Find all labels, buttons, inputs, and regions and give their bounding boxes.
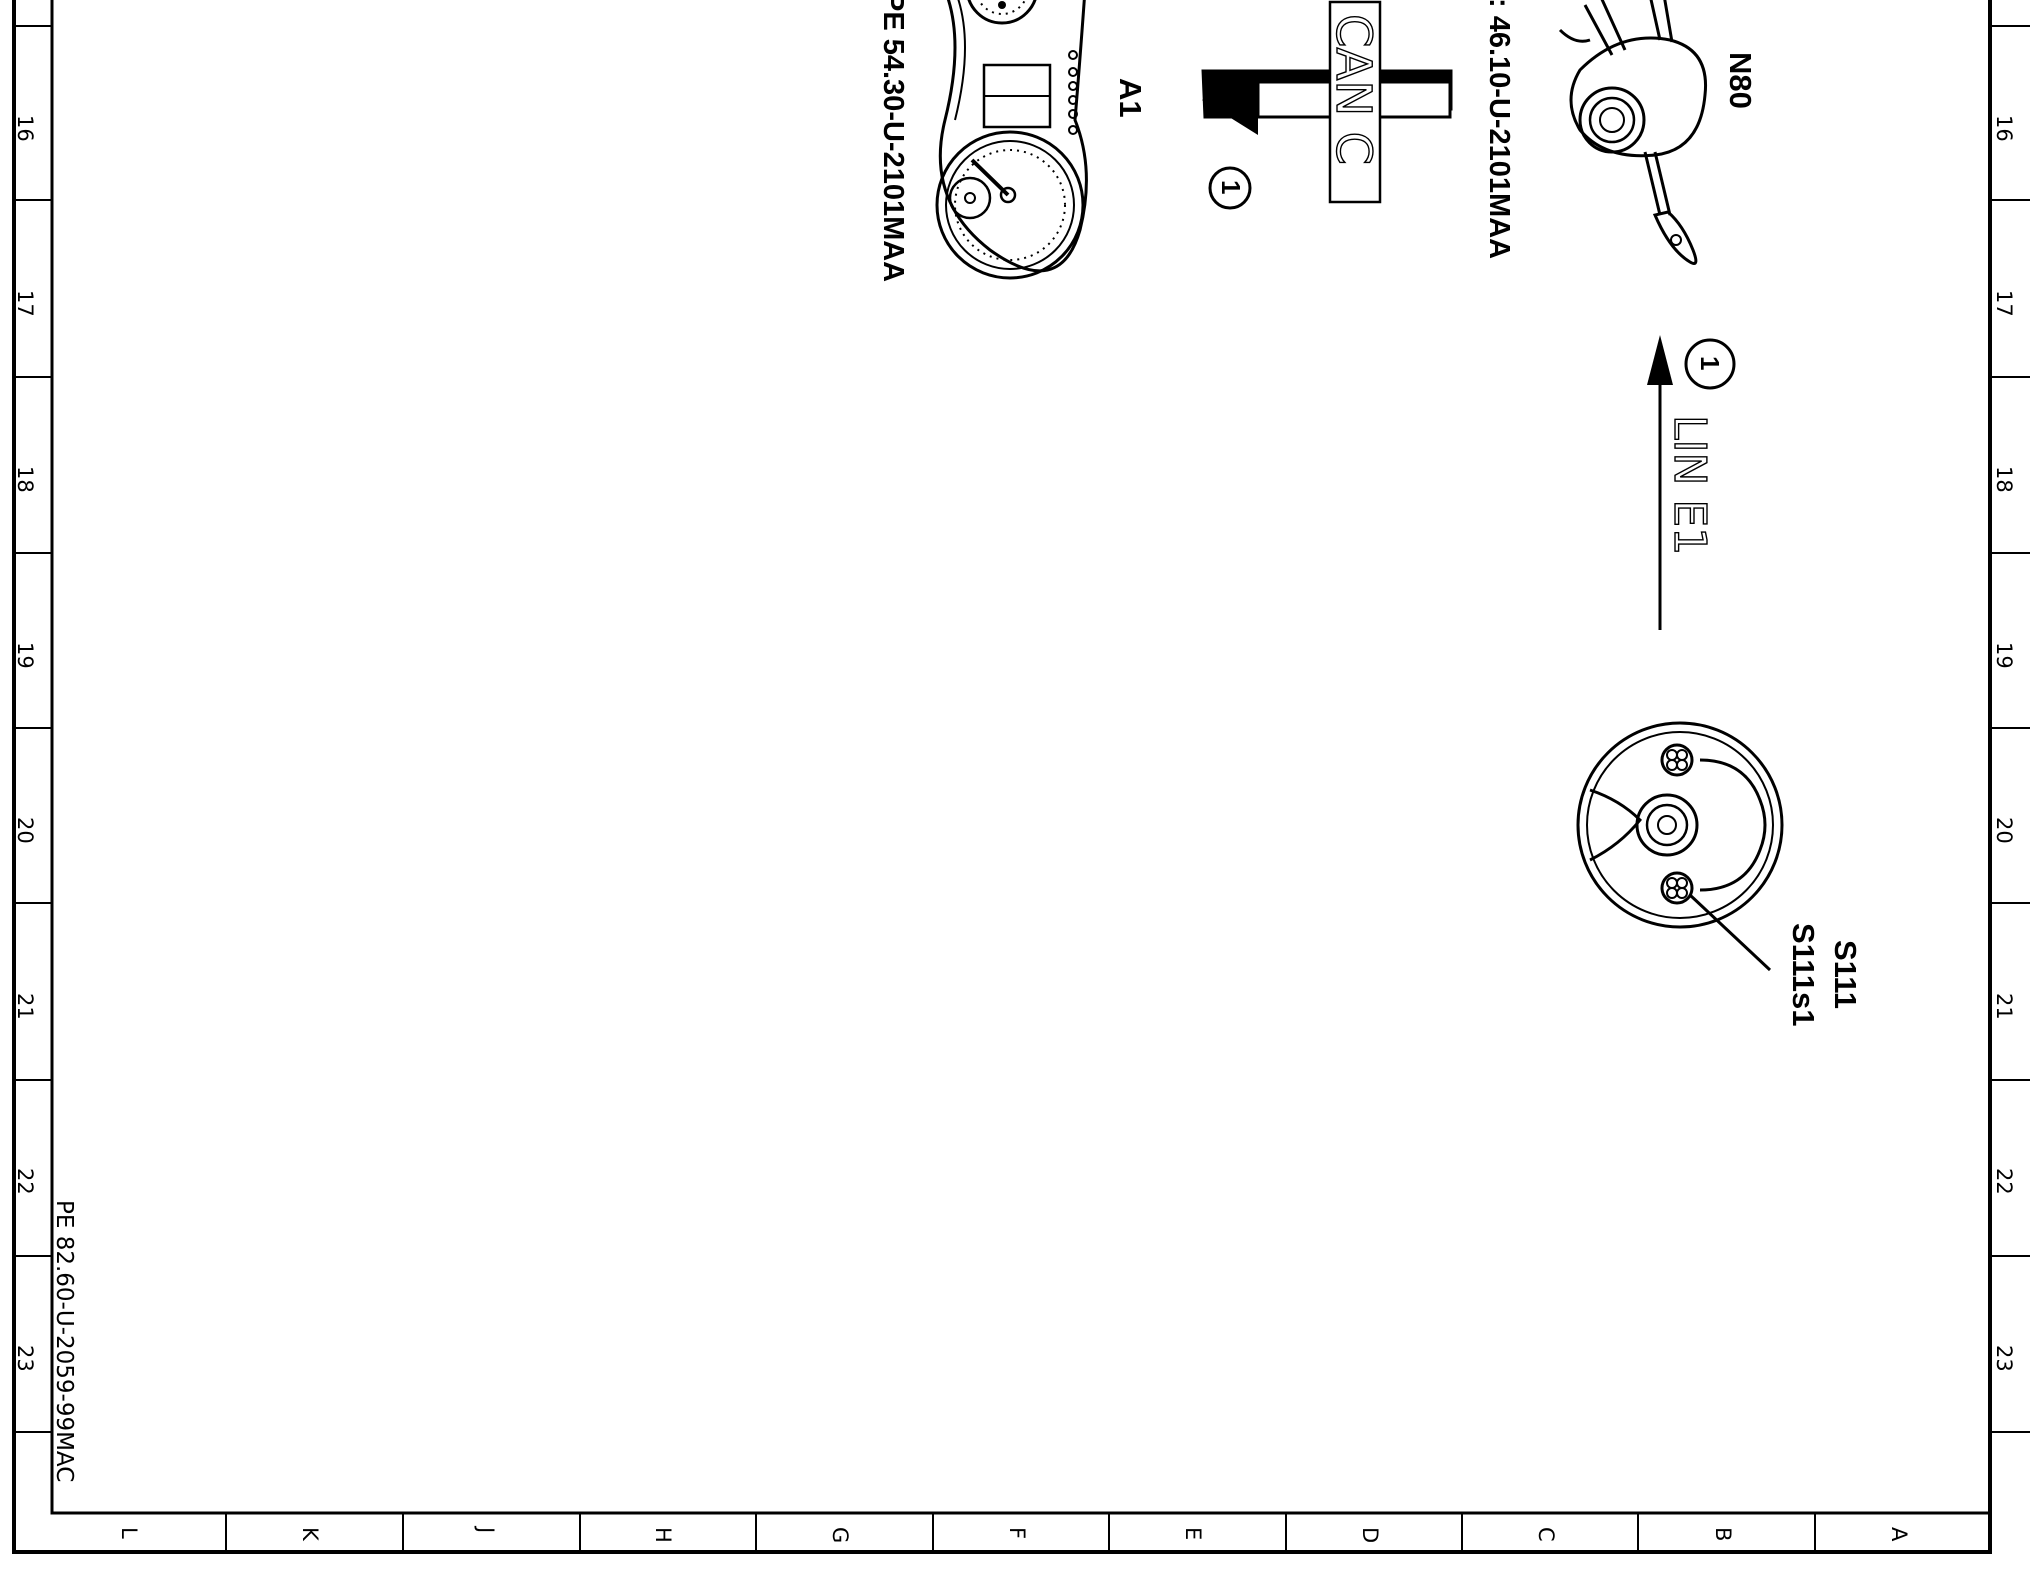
left-row-strip: 16 17 18 19 20 21 22 23 [13, 25, 52, 1433]
can-arrow-icon [1201, 69, 1453, 135]
lin-arrow-icon [1647, 335, 1673, 630]
instrument-cluster-code: A1 [1113, 78, 1148, 118]
column-letter-D: D [1358, 1527, 1382, 1543]
steering-column-switch-icon [1558, 0, 1708, 265]
can-label-box [1328, 0, 1382, 204]
row-number-left-18: 18 [13, 466, 37, 493]
row-number-right-19: 19 [1992, 642, 2016, 669]
row-number-left-21: 21 [13, 993, 37, 1020]
steering-wheel-icon [1576, 721, 1784, 972]
row-number-right-20: 20 [1992, 817, 2016, 844]
instrument-cluster-icon [935, 0, 1088, 280]
column-letter-K: K [298, 1527, 322, 1542]
row-number-right-23: 23 [1992, 1345, 2016, 1372]
row-number-left-23: 23 [13, 1345, 37, 1372]
row-number-left-17: 17 [13, 290, 37, 317]
outer-border [12, 0, 1992, 1554]
bottom-column-strip: L K J H G F E D C B A [117, 1513, 1911, 1552]
row-number-right-21: 21 [1992, 993, 2016, 1020]
column-letter-J: J [474, 1525, 498, 1533]
steering-column-switch-reference: : 46.10-U-2101MAA [1483, 0, 1515, 259]
column-letter-A: A [1887, 1527, 1911, 1542]
column-letter-C: C [1534, 1527, 1558, 1542]
document-number: PE 82.60-U-2059-99MAC [51, 1200, 77, 1482]
row-number-right-18: 18 [1992, 466, 2016, 493]
row-number-right-17: 17 [1992, 290, 2016, 317]
row-number-left-22: 22 [13, 1168, 37, 1195]
steering-column-switch-code: N80 [1723, 52, 1758, 109]
lin-marker-number: 1 [1695, 356, 1725, 370]
column-letter-H: H [651, 1527, 675, 1543]
can-marker-circle [1208, 166, 1252, 210]
column-letter-L: L [117, 1527, 141, 1539]
right-row-strip: 16 17 18 19 20 21 22 23 [1990, 25, 2030, 1433]
steering-wheel-code: S111 [1828, 940, 1863, 1009]
row-number-left-19: 19 [13, 642, 37, 669]
column-letter-G: G [828, 1527, 852, 1543]
steering-wheel-subcode: S111s1 [1786, 923, 1821, 1026]
column-letter-B: B [1711, 1527, 1735, 1541]
row-number-left-16: 16 [13, 115, 37, 142]
row-number-left-20: 20 [13, 817, 37, 844]
column-letter-F: F [1005, 1527, 1029, 1539]
lin-marker-circle [1684, 338, 1736, 390]
can-bus-label: CAN C [1325, 14, 1381, 165]
drawing-frame [50, 0, 1992, 1515]
instrument-cluster-reference: PE 54.30-U-2101MAA [877, 0, 909, 282]
column-letter-E: E [1181, 1527, 1205, 1540]
row-number-right-16: 16 [1992, 115, 2016, 142]
row-number-right-22: 22 [1992, 1168, 2016, 1195]
can-marker-number: 1 [1216, 180, 1246, 194]
lin-bus-label: LIN E1 [1664, 415, 1715, 555]
